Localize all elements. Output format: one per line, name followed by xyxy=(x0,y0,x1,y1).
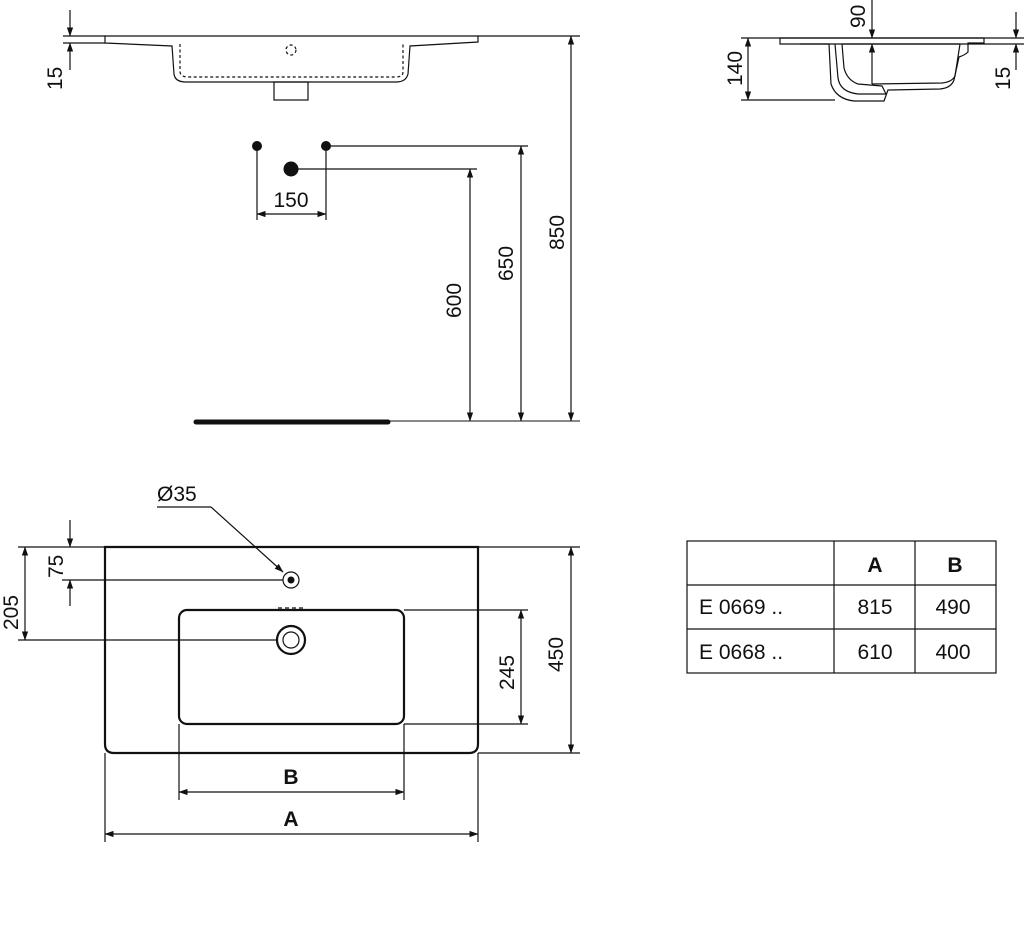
dim-450: 450 xyxy=(545,637,568,672)
connection-points: 150 xyxy=(252,141,528,220)
dim-140: 140 xyxy=(724,51,747,86)
table-cell-code: E 0668 .. xyxy=(699,641,783,664)
table-header-b: B xyxy=(947,554,962,577)
dim-150: 150 xyxy=(273,189,308,212)
table-cell-b: 400 xyxy=(935,641,970,664)
dimensions-table: A B E 0669 .. 815 490 E 0668 .. 610 400 xyxy=(686,540,997,674)
table-cell-a: 610 xyxy=(857,641,892,664)
plan-view: Ø35 75 205 245 450 B A xyxy=(0,483,580,842)
front-view: 15 xyxy=(44,10,580,101)
dim-15-side: 15 xyxy=(992,67,1015,90)
dim-245: 245 xyxy=(496,655,519,690)
height-dimensions: 600 650 850 xyxy=(443,35,575,422)
dim-75: 75 xyxy=(45,555,68,578)
table-cell-code: E 0669 .. xyxy=(699,596,783,619)
dim-600: 600 xyxy=(443,283,466,318)
dim-label-a: A xyxy=(283,808,298,831)
dim-15-front: 15 xyxy=(44,67,67,90)
side-view: 140 90 15 xyxy=(724,0,1024,102)
dim-650: 650 xyxy=(495,246,518,281)
dim-90: 90 xyxy=(847,5,870,28)
dim-label-b: B xyxy=(283,766,298,789)
table-header-a: A xyxy=(867,554,882,577)
dim-dia35: Ø35 xyxy=(157,483,197,506)
table-cell-a: 815 xyxy=(857,596,892,619)
table-cell-b: 490 xyxy=(935,596,970,619)
dim-205: 205 xyxy=(0,595,23,630)
dim-850: 850 xyxy=(546,215,569,250)
